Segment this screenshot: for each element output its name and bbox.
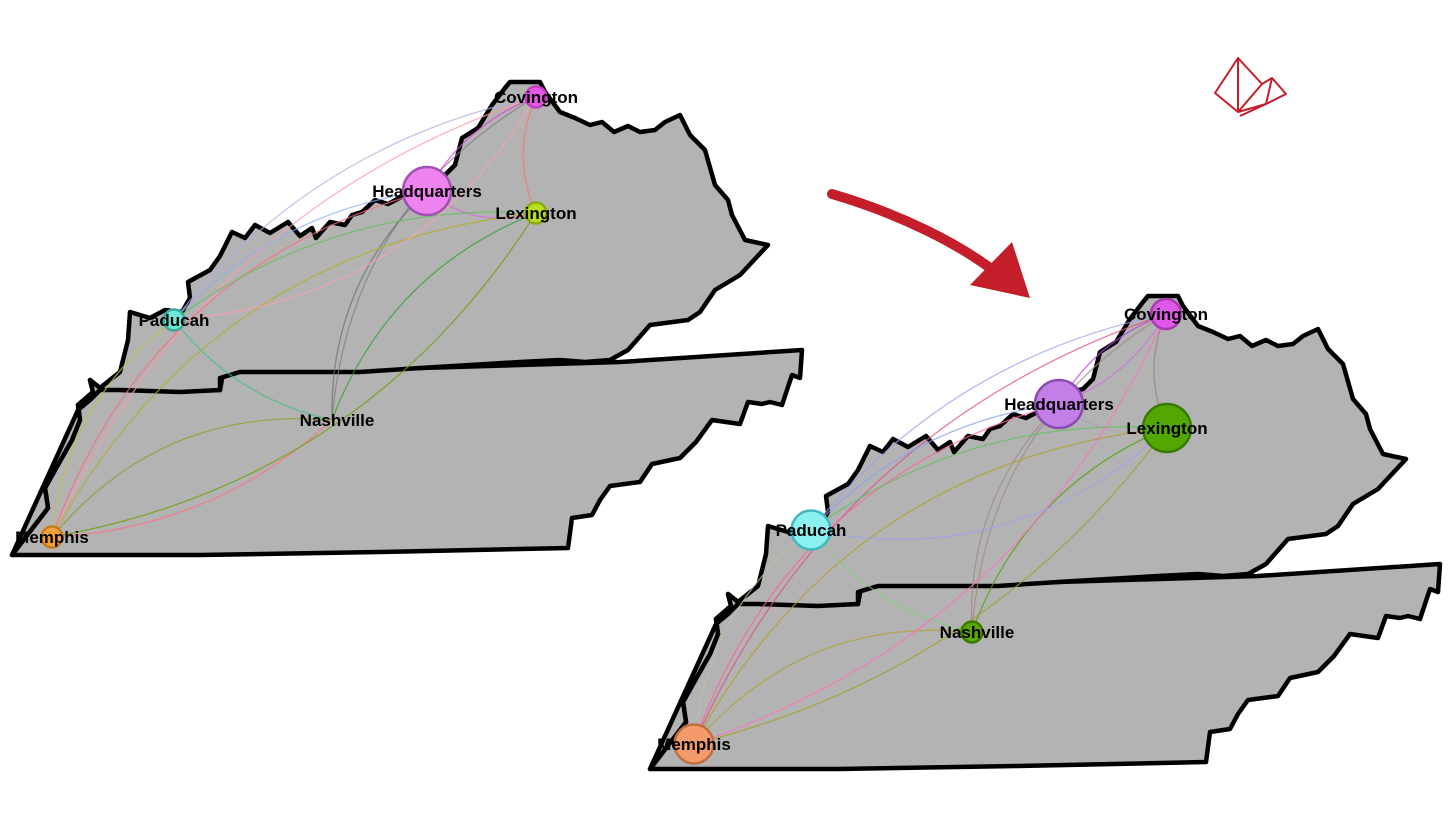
- route-edge-lexington-paducah: [810, 426, 1168, 531]
- state-outlines: [9, 79, 805, 558]
- arrow-shaft: [827, 189, 1003, 279]
- city-node-paducah[interactable]: [790, 509, 832, 551]
- route-edge-lexington-nashville: [331, 212, 537, 421]
- city-node-covington[interactable]: [524, 85, 548, 109]
- route-edge-headquarters-nashville: [331, 190, 428, 421]
- route-edge-memphis-lexington: [693, 427, 1168, 745]
- route-edge-covington-memphis: [51, 96, 537, 538]
- route-edge-headquarters-paducah: [810, 403, 1060, 531]
- transition-arrow: [827, 189, 1030, 298]
- city-node-memphis[interactable]: [673, 723, 715, 765]
- route-edge-headquarters-paducah: [173, 190, 428, 321]
- city-node-covington[interactable]: [1149, 297, 1183, 331]
- city-label-nashville: Nashville: [940, 623, 1015, 642]
- city-node-memphis[interactable]: [40, 525, 64, 549]
- route-edge-paducah-memphis: [51, 319, 175, 538]
- city-node-lexington[interactable]: [1141, 402, 1193, 454]
- route-edge-memphis-covington: [693, 313, 1167, 745]
- city-node-nashville[interactable]: [960, 620, 984, 644]
- route-edge-nashville-memphis: [51, 417, 333, 538]
- city-label-headquarters: Headquarters: [372, 182, 482, 201]
- city-node-headquarters[interactable]: [1033, 378, 1085, 430]
- map-before: CovingtonHeadquartersLexingtonPaducahNas…: [9, 79, 805, 558]
- route-edge-paducah-nashville: [810, 529, 973, 633]
- city-label-lexington: Lexington: [495, 204, 576, 223]
- city-label-memphis: Memphis: [657, 735, 731, 754]
- city-labels: CovingtonHeadquartersLexingtonPaducahNas…: [657, 305, 1208, 754]
- route-edge-covington-paducah: [810, 313, 1167, 531]
- city-label-nashville: Nashville: [300, 411, 375, 430]
- city-label-paducah: Paducah: [776, 521, 847, 540]
- city-label-covington: Covington: [1124, 305, 1208, 324]
- route-edge-headquarters-nashville: [970, 403, 1060, 633]
- state-outlines: [647, 293, 1443, 772]
- route-edge-lexington-memphis: [51, 212, 537, 538]
- map-after: CovingtonHeadquartersLexingtonPaducahNas…: [647, 293, 1443, 772]
- city-node-headquarters[interactable]: [401, 165, 453, 217]
- route-edge-covington-paducah: [173, 96, 537, 321]
- city-label-lexington: Lexington: [1126, 419, 1207, 438]
- route-edge-covington-nashville: [331, 96, 537, 421]
- route-edge-covington-memphis: [693, 313, 1167, 745]
- origami-bird-logo: [1214, 57, 1287, 117]
- route-edge-paducah-covington: [173, 96, 537, 321]
- city-label-paducah: Paducah: [139, 311, 210, 330]
- city-label-headquarters: Headquarters: [1004, 395, 1114, 414]
- route-edge-lexington-paducah: [173, 211, 537, 321]
- route-edges: [51, 96, 537, 538]
- city-nodes: [40, 85, 548, 549]
- arrow-head-icon: [970, 242, 1030, 298]
- route-edge-paducah-lexington: [810, 427, 1168, 540]
- route-edges: [693, 313, 1168, 745]
- route-edge-headquarters-memphis: [51, 190, 428, 538]
- route-edge-lexington-memphis: [693, 427, 1168, 745]
- city-nodes: [673, 297, 1193, 765]
- route-edge-covington-nashville: [971, 313, 1167, 633]
- route-edge-paducah-nashville: [173, 319, 333, 421]
- route-edge-covington-lexington: [522, 96, 537, 214]
- city-node-lexington[interactable]: [524, 201, 548, 225]
- route-edge-nashville-memphis: [693, 629, 973, 745]
- city-node-paducah[interactable]: [162, 308, 186, 332]
- city-label-covington: Covington: [494, 88, 578, 107]
- city-label-memphis: Memphis: [15, 528, 89, 547]
- route-edge-headquarters-memphis: [693, 403, 1060, 745]
- route-edge-paducah-memphis: [693, 529, 812, 745]
- route-edge-memphis-lexington: [51, 212, 537, 538]
- city-labels: CovingtonHeadquartersLexingtonPaducahNas…: [15, 88, 578, 547]
